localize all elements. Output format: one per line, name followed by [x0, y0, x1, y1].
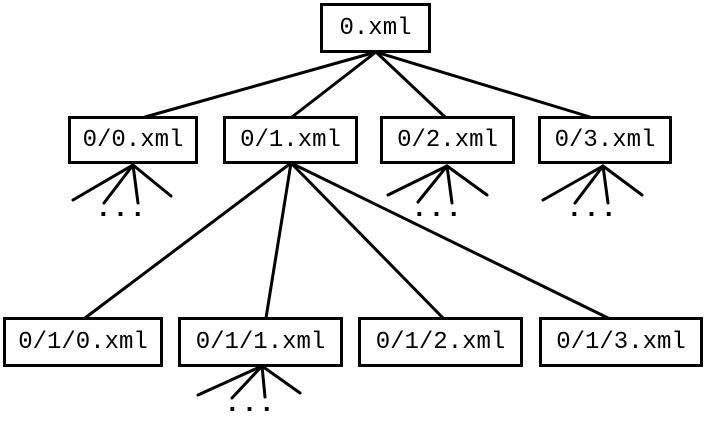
- ellipsis-under-0-1-1: ...: [224, 390, 276, 420]
- node-0-0-xml: 0/0.xml: [68, 116, 198, 164]
- ellipsis-under-0-3: ...: [566, 195, 618, 225]
- fan-0-2: [386, 164, 489, 205]
- node-0-1-3-xml: 0/1/3.xml: [539, 317, 703, 367]
- node-0-2-xml: 0/2.xml: [380, 116, 515, 164]
- node-0-1-1-xml: 0/1/1.xml: [178, 317, 343, 367]
- fan-0-0: [71, 163, 173, 205]
- edges-01-to-level3: [83, 161, 610, 320]
- node-0-1-xml: 0/1.xml: [223, 116, 358, 164]
- node-0-1-2-xml: 0/1/2.xml: [358, 317, 523, 367]
- edges-root-to-level2: [143, 50, 592, 119]
- ellipsis-under-0-0: ...: [95, 195, 147, 225]
- node-0-3-xml: 0/3.xml: [538, 116, 672, 164]
- fan-0-1-1: [196, 364, 302, 400]
- node-0-xml: 0.xml: [320, 3, 431, 53]
- ellipsis-under-0-2: ...: [411, 195, 463, 225]
- fan-0-3: [541, 164, 644, 205]
- node-0-1-0-xml: 0/1/0.xml: [3, 317, 163, 367]
